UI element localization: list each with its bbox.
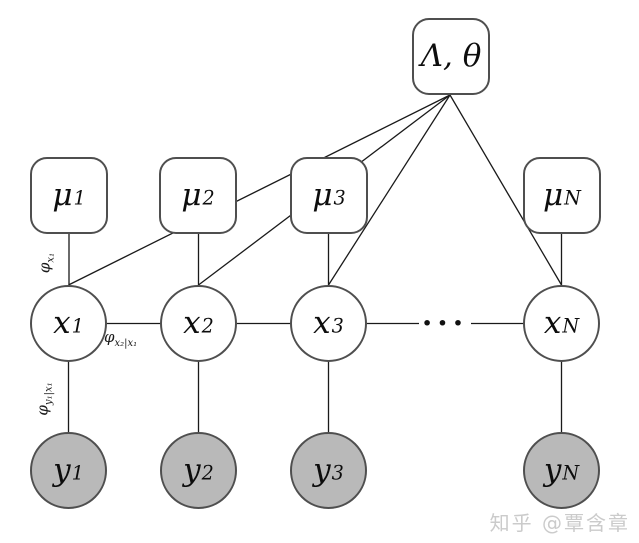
node-mu-3-label: μ	[312, 177, 333, 213]
node-x-N-label: x	[543, 305, 562, 341]
phi-x1-base: φ	[35, 262, 54, 274]
node-param-label: Λ, θ	[420, 38, 482, 74]
node-x-2-label: x	[183, 305, 201, 341]
node-x-1-label: x	[53, 305, 71, 341]
ellipsis: ···	[421, 306, 469, 341]
node-mu-1-sub: 1	[73, 186, 86, 210]
node-x-N-sub: N	[562, 314, 580, 338]
node-mu-N-label: μ	[543, 177, 564, 213]
phi-y1x1-base: φ	[33, 405, 52, 416]
node-y-2-label: y	[183, 452, 201, 488]
node-y-3-label: y	[313, 452, 331, 488]
edge-param-xN	[449, 94, 563, 286]
edge-label-phi-x1: φx₁	[35, 252, 57, 274]
phi-y1x1-sub: y₁|x₁	[43, 382, 55, 406]
node-y-1-sub: 1	[71, 461, 84, 485]
watermark: 知乎 @覃含章	[489, 511, 630, 535]
edge-label-phi-x2-given-x1: φx₂|x₁	[104, 330, 137, 349]
node-y-3-sub: 3	[331, 461, 344, 485]
edge-label-phi-y1-given-x1: φy₁|x₁	[33, 382, 55, 416]
node-x-3-sub: 3	[331, 314, 344, 338]
edge-param-x1	[68, 94, 451, 286]
node-param-lambda-theta: Λ, θ	[412, 18, 490, 95]
node-y-N-sub: N	[562, 461, 580, 485]
phi-x2x1-sub: x₂|x₁	[114, 338, 138, 349]
node-x-1-sub: 1	[71, 314, 84, 338]
edge-param-x3	[327, 94, 451, 286]
node-mu-2-sub: 2	[202, 186, 215, 210]
node-mu-2-label: μ	[181, 177, 202, 213]
phi-x1-sub: x₁	[45, 252, 57, 263]
node-mu-N-sub: N	[564, 186, 581, 210]
node-x-3-label: x	[313, 305, 331, 341]
phi-x2x1-base: φ	[104, 328, 115, 346]
node-y-N-label: y	[543, 452, 562, 488]
node-y-2-sub: 2	[201, 461, 214, 485]
node-mu-3-sub: 3	[333, 186, 346, 210]
node-x-2-sub: 2	[201, 314, 214, 338]
node-y-1-label: y	[53, 452, 71, 488]
node-mu-1-label: μ	[52, 177, 73, 213]
